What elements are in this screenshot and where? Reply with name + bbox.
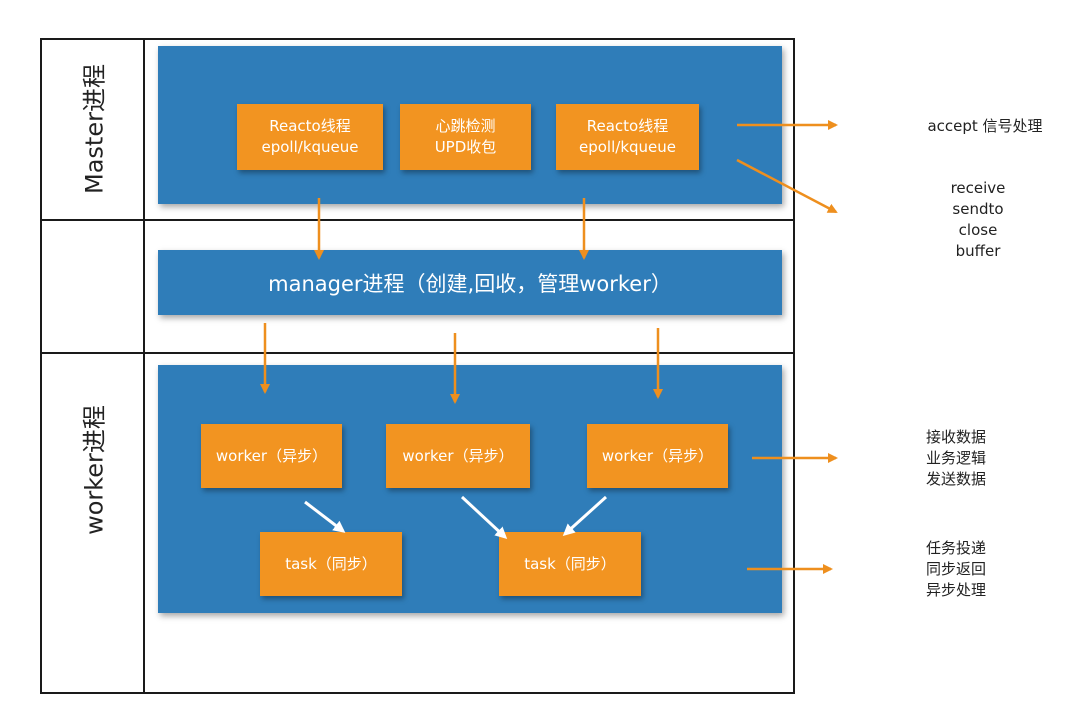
worker-async-box-1: worker（异步） [201, 424, 342, 488]
lane-divider-worker [40, 352, 795, 354]
worker-ops-note: 接收数据 业务逻辑 发送数据 [916, 427, 996, 490]
task-label: task（同步） [524, 554, 616, 573]
manager-process-label: manager进程（创建,回收，管理worker） [268, 271, 672, 296]
heartbeat-box: 心跳检测 UPD收包 [400, 104, 531, 170]
worker-label: worker（异步） [402, 446, 514, 465]
arrow-to-reactor-ops-note [736, 158, 838, 214]
reactor-thread-subtitle: epoll/kqueue [261, 138, 359, 156]
task-op-sync-return: 同步返回 [925, 560, 986, 578]
worker-label: worker（异步） [215, 446, 328, 465]
worker-async-box-3: worker（异步） [587, 424, 728, 488]
reactor-op-buffer: buffer [955, 242, 1001, 260]
reactor-thread-box-left: Reacto线程 epoll/kqueue [237, 104, 383, 170]
task-sync-box-2: task（同步） [499, 532, 641, 596]
heartbeat-title: 心跳检测 [435, 117, 496, 135]
worker-label: worker（异步） [601, 446, 714, 465]
reactor-op-sendto: sendto [952, 200, 1004, 218]
worker-op-receive-data: 接收数据 [925, 428, 986, 446]
reactor-thread-subtitle: epoll/kqueue [579, 138, 676, 156]
manager-process-panel [158, 250, 782, 315]
worker-op-business-logic: 业务逻辑 [925, 449, 986, 467]
reactor-thread-title: Reacto线程 [269, 117, 351, 135]
task-op-async-process: 异步处理 [925, 581, 986, 599]
reactor-thread-box-right: Reacto线程 epoll/kqueue [556, 104, 699, 170]
reactor-op-close: close [958, 221, 998, 239]
accept-signal-note: accept 信号处理 [927, 117, 1043, 135]
arrow-worker3-to-task2 [562, 495, 608, 537]
reactor-ops-note: receive sendto close buffer [938, 178, 1018, 262]
worker-op-send-data: 发送数据 [925, 470, 986, 488]
reactor-thread-title: Reacto线程 [586, 117, 669, 135]
lane-label-divider [143, 38, 145, 694]
arrow-worker1-to-task1 [304, 500, 346, 533]
task-ops-note: 任务投递 同步返回 异步处理 [916, 538, 996, 601]
task-sync-box-1: task（同步） [260, 532, 402, 596]
lane-divider-master [40, 219, 795, 221]
worker-async-box-2: worker（异步） [386, 424, 530, 488]
task-label: task（同步） [285, 554, 377, 573]
heartbeat-subtitle: UPD收包 [434, 138, 497, 156]
arrow-worker2-to-task2 [460, 495, 508, 540]
task-op-dispatch: 任务投递 [925, 539, 986, 557]
reactor-op-receive: receive [950, 179, 1006, 197]
